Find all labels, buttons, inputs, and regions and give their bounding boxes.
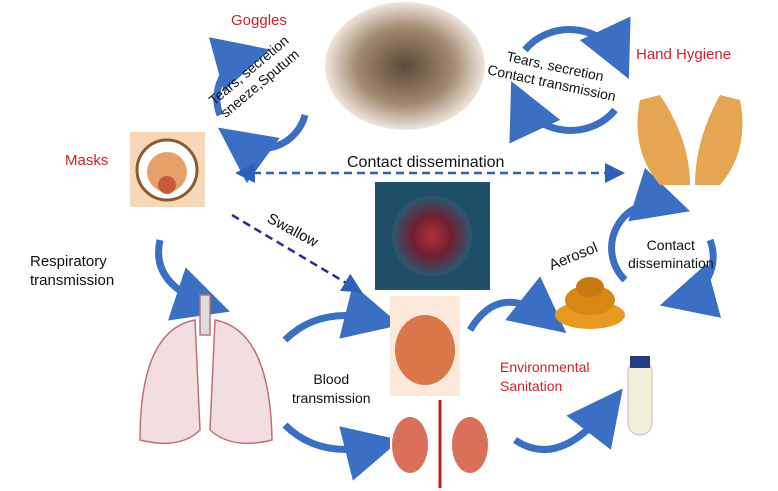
cd-line-2: dissemination — [628, 255, 714, 271]
cycle-arrow — [522, 16, 631, 80]
sanitation-arrow — [513, 388, 623, 453]
cycle-arrow — [208, 37, 271, 117]
cd-line-1: Contact — [646, 237, 695, 253]
kidney-image — [390, 400, 490, 488]
respiratory-line-1: Respiratory — [30, 253, 107, 270]
respiratory-label: Respiratory transmission — [30, 252, 114, 290]
blood-line-2: transmission — [292, 390, 371, 406]
sample-tube-image — [627, 356, 653, 436]
blood-label: Blood transmission — [292, 370, 371, 408]
env-line-1: Environmental — [500, 359, 590, 375]
respiratory-arrow — [155, 239, 230, 321]
cycle-arrow — [218, 113, 309, 184]
cycle-arrow — [608, 167, 691, 283]
blood-line-1: Blood — [313, 371, 350, 387]
cycle-arrow — [659, 238, 722, 318]
intestine-image — [390, 296, 460, 396]
hands-image — [637, 95, 743, 185]
lungs-image — [139, 294, 273, 445]
hand-hygiene-label: Hand Hygiene — [636, 46, 732, 63]
contact-dissemination-right-label: Contact dissemination — [628, 236, 714, 272]
blood-arrow-down — [282, 422, 401, 481]
respiratory-line-2: transmission — [30, 272, 115, 289]
contact-dissemination-label: Contact dissemination — [347, 154, 505, 171]
aerosol-stool-image — [555, 277, 625, 329]
env-line-2: Sanitation — [500, 378, 563, 394]
blood-arrow-up — [282, 284, 401, 343]
masks-label: Masks — [65, 152, 109, 169]
eye-image — [325, 2, 485, 130]
aerosol-arrow — [466, 276, 567, 334]
cycle-arrow — [509, 80, 618, 144]
goggles-label: Goggles — [231, 12, 287, 29]
swallow-arrow — [231, 213, 363, 293]
